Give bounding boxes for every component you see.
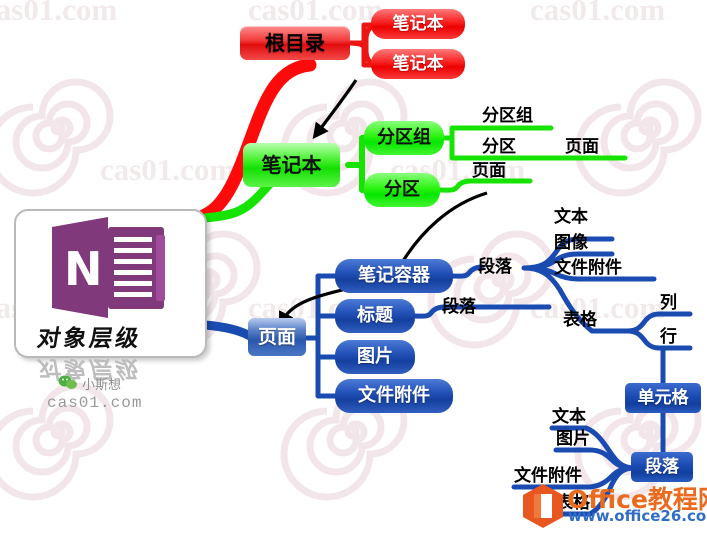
- node-label: 分区: [482, 136, 516, 157]
- node-paragraph-image[interactable]: 图像: [554, 232, 614, 254]
- node-label: 分区组: [482, 105, 533, 126]
- node-page-blue[interactable]: 页面: [248, 318, 306, 356]
- node-file-attachment[interactable]: 文件附件: [335, 379, 453, 413]
- link-notebook-stem: [345, 135, 377, 193]
- node-label: 文本: [552, 406, 586, 427]
- link-paragraph2-fan: [583, 425, 637, 517]
- node-paragraph-table[interactable]: 表格: [563, 309, 623, 331]
- node-notebook-red-2[interactable]: 笔记本: [371, 49, 465, 79]
- node-cell-paragraph-text[interactable]: 文本: [552, 406, 612, 428]
- signature-url: cas01.com: [47, 394, 143, 412]
- node-label: 标题: [357, 305, 393, 326]
- onenote-logo: N: [52, 217, 165, 318]
- node-cell-paragraph[interactable]: 段落: [631, 452, 693, 482]
- node-notebook-red-1[interactable]: 笔记本: [371, 9, 465, 39]
- node-label: 表格: [563, 309, 597, 330]
- node-label: 页面: [472, 160, 506, 181]
- node-label: 文件附件: [514, 465, 582, 486]
- node-paragraph-attachment[interactable]: 文件附件: [554, 257, 654, 279]
- node-label: 文件附件: [554, 257, 622, 278]
- link-sectiongroup-stem: [437, 125, 477, 161]
- center-node-caption: 对象层级: [35, 326, 144, 352]
- node-label: 文本: [554, 206, 588, 227]
- node-label: 根目录: [265, 31, 325, 55]
- node-label: 段落: [442, 296, 476, 317]
- link-title-to-paragraph: [411, 304, 447, 319]
- center-node[interactable]: N 对象层级: [14, 209, 207, 358]
- link-table-fan: [624, 311, 662, 351]
- node-table-column[interactable]: 列: [660, 292, 690, 314]
- node-label: 段落: [478, 256, 512, 277]
- link-notecontainer-to-paragraph: [449, 264, 485, 279]
- office-watermark-title: Office教程网: [567, 485, 707, 514]
- node-section-green[interactable]: 分区: [364, 173, 440, 207]
- node-note-container[interactable]: 笔记容器: [335, 259, 453, 293]
- wechat-icon: [58, 375, 77, 389]
- arrow-notebook-link: [312, 79, 358, 140]
- signature-name: 小斯想: [82, 377, 122, 392]
- svg-text:N: N: [64, 242, 103, 296]
- link-page-stem: [303, 273, 339, 399]
- node-paragraph-text[interactable]: 文本: [554, 206, 614, 228]
- link-paragraph-fan: [521, 236, 595, 334]
- node-label: 图片: [556, 428, 590, 449]
- node-label: 分区: [384, 179, 420, 200]
- node-label: 笔记容器: [358, 265, 430, 286]
- node-title[interactable]: 标题: [335, 299, 415, 333]
- link-center-to-page: [200, 320, 257, 342]
- node-picture[interactable]: 图片: [335, 340, 415, 374]
- office-watermark: Office教程网 www.office26.com: [521, 481, 707, 533]
- node-label: 单元格: [637, 387, 689, 408]
- node-label: 图像: [554, 232, 588, 253]
- node-table-row[interactable]: 行: [660, 326, 690, 348]
- node-label: 页面: [565, 136, 599, 157]
- node-cell-paragraph-image[interactable]: 图片: [556, 428, 616, 450]
- node-section-sub[interactable]: 分区: [482, 136, 542, 158]
- node-label: 图片: [357, 346, 393, 367]
- node-cell-paragraph-table[interactable]: 表格: [556, 492, 616, 514]
- office-hexagon-logo: [523, 484, 563, 528]
- node-label: 列: [660, 292, 677, 313]
- link-section-to-page-green: [437, 178, 473, 193]
- node-root-directory[interactable]: 根目录: [240, 26, 350, 60]
- node-label: 行: [660, 326, 677, 347]
- node-paragraph-of-title[interactable]: 段落: [442, 296, 498, 318]
- node-section-group[interactable]: 分区组: [364, 121, 444, 155]
- office-watermark-url: www.office26.com: [568, 507, 707, 525]
- node-label: 笔记本: [392, 13, 444, 34]
- node-label: 文件附件: [358, 385, 430, 406]
- node-label: 笔记本: [261, 153, 322, 177]
- node-label: 分区组: [377, 127, 431, 148]
- node-section-group-sub[interactable]: 分区组: [482, 105, 552, 127]
- node-label: 页面: [257, 325, 296, 348]
- node-cell-paragraph-attachment[interactable]: 文件附件: [514, 465, 614, 487]
- node-label: 表格: [556, 492, 590, 513]
- node-page-green-1[interactable]: 页面: [565, 136, 625, 158]
- node-cell[interactable]: 单元格: [625, 383, 701, 413]
- node-label: 段落: [645, 456, 679, 477]
- link-center-to-root: [198, 58, 317, 222]
- node-notebook-green[interactable]: 笔记本: [243, 143, 340, 187]
- node-label: 笔记本: [392, 53, 444, 74]
- link-root-stem: [347, 22, 384, 68]
- node-paragraph-of-note-container[interactable]: 段落: [478, 256, 534, 278]
- node-page-green-2[interactable]: 页面: [472, 160, 532, 182]
